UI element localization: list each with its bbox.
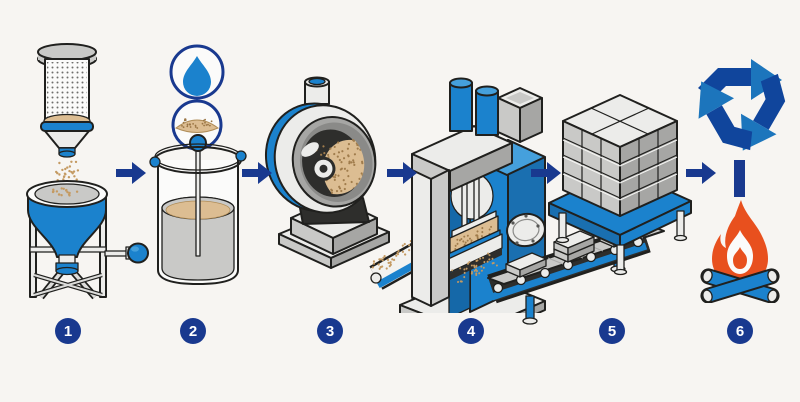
- step-badge-2: 2: [180, 318, 206, 344]
- hopper-icon: [26, 180, 149, 300]
- briquette-slab: [553, 230, 595, 256]
- flow-arrow: [387, 162, 417, 189]
- briquette-slab: [505, 252, 547, 278]
- stack-seam-highlights: [562, 139, 678, 201]
- recycling-icon: [698, 59, 786, 151]
- campfire-icon: [700, 200, 780, 304]
- step-1-illustration: [15, 35, 150, 310]
- water-drop-icon: [169, 44, 225, 100]
- flow-arrow: [242, 162, 272, 189]
- mixing-tank-icon: [149, 134, 247, 285]
- flow-arrow: [531, 162, 561, 189]
- flow-arrow: [116, 162, 146, 189]
- sawdust-icon: [171, 99, 223, 151]
- stack-seams: [562, 107, 678, 207]
- flow-arrow: [686, 162, 716, 189]
- pallet-stack-icon: [548, 94, 692, 276]
- step-badge-5: 5: [599, 318, 625, 344]
- step-5-illustration: [545, 85, 695, 285]
- step-2-illustration: [148, 40, 248, 310]
- step-badge-3: 3: [317, 318, 343, 344]
- step-badge-4: 4: [458, 318, 484, 344]
- rotary-drum-icon: [264, 76, 390, 269]
- step-badge-1: 1: [55, 318, 81, 344]
- sieve-icon: [37, 43, 97, 158]
- step-3-illustration: [263, 72, 398, 282]
- step-badge-6: 6: [727, 318, 753, 344]
- step-6-illustration: [685, 48, 795, 308]
- divider-bar: [734, 160, 745, 197]
